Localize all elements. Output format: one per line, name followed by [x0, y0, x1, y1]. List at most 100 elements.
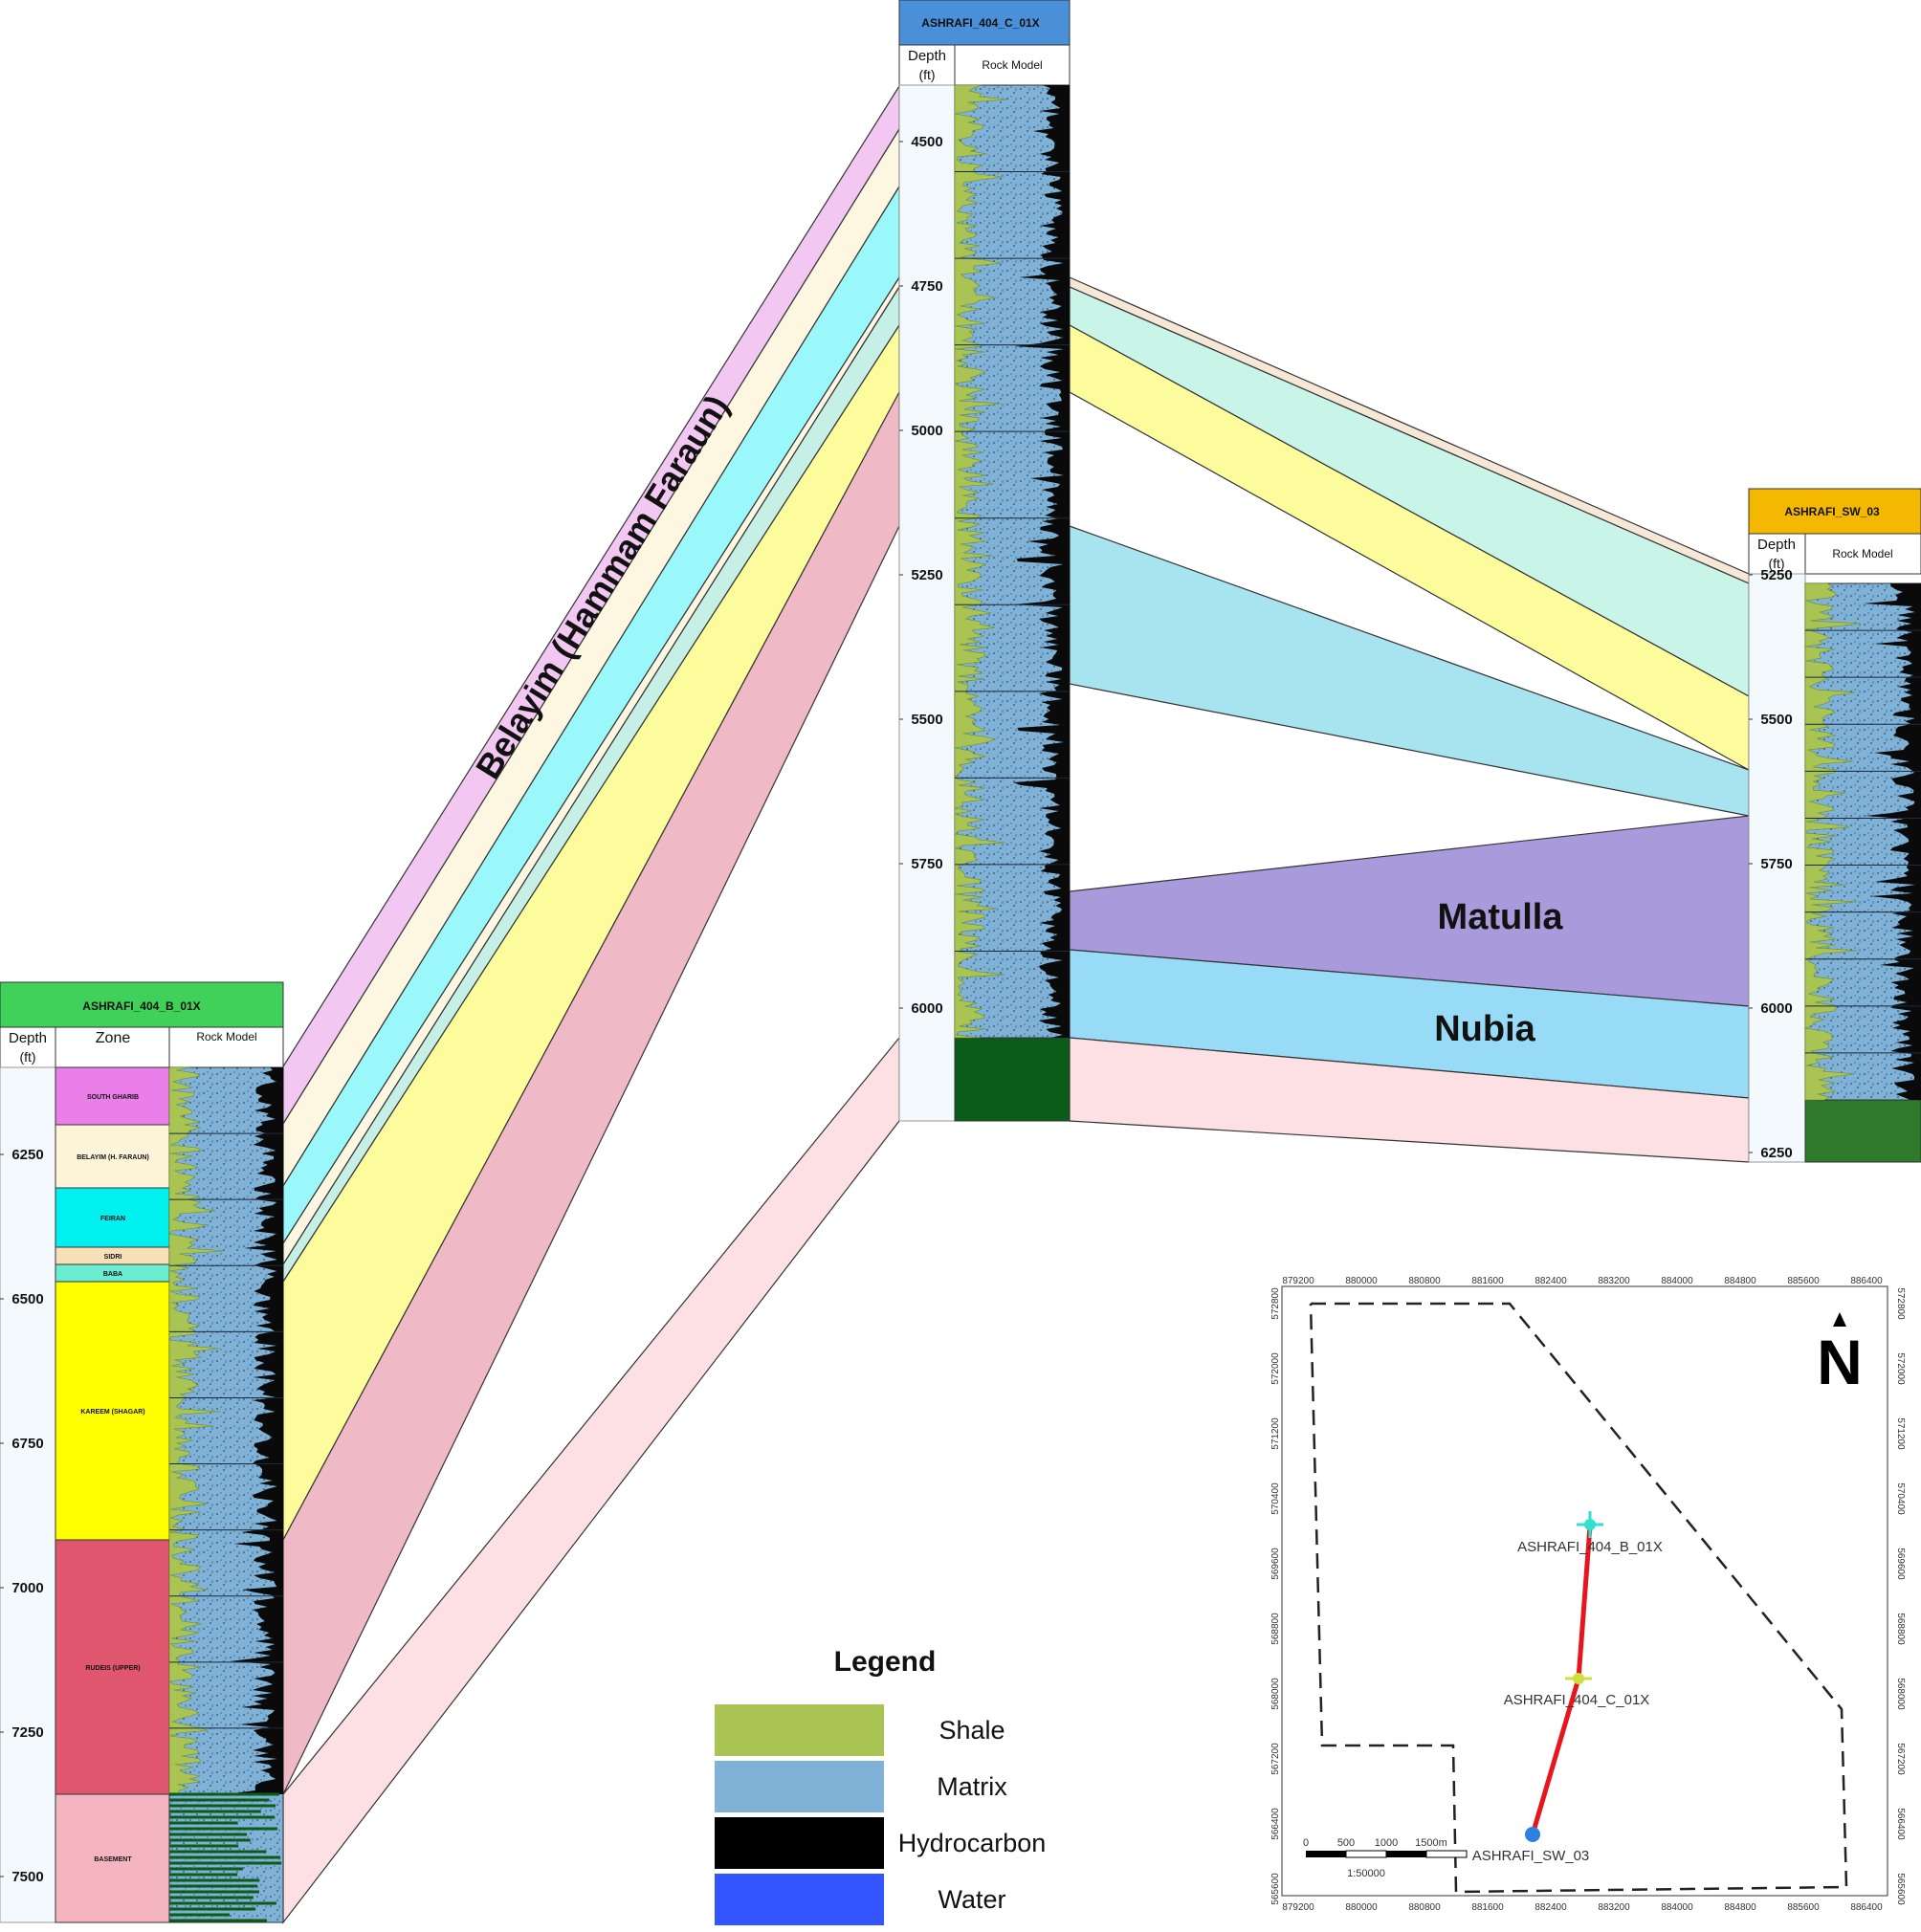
map-y-tick-left: 572800 — [1270, 1287, 1281, 1320]
well-c-title: ASHRAFI_404_C_01X — [921, 16, 1039, 30]
map-x-tick-top: 885600 — [1787, 1276, 1820, 1286]
map-label-b: ASHRAFI_404_B_01X — [1517, 1539, 1663, 1555]
map-x-tick-top: 879200 — [1282, 1276, 1314, 1286]
well-b-rock-col: Rock Model — [196, 1030, 256, 1043]
legend-swatch — [715, 1874, 884, 1925]
depth-label: 5000 — [911, 423, 942, 439]
well-sw-depth-unit: (ft) — [1768, 556, 1784, 571]
map-x-tick-top: 881600 — [1471, 1276, 1504, 1286]
legend-swatch — [715, 1761, 884, 1812]
map-y-tick-right: 565600 — [1895, 1873, 1906, 1905]
depth-label: 7250 — [11, 1724, 43, 1741]
map-y-tick-right: 571200 — [1895, 1417, 1906, 1450]
well-b-title: ASHRAFI_404_B_01X — [82, 999, 200, 1013]
map-y-tick-right: 566400 — [1895, 1808, 1906, 1840]
depth-label: 6750 — [11, 1436, 43, 1452]
map-y-tick-left: 569600 — [1270, 1548, 1281, 1580]
label-nubia: Nubia — [1434, 1009, 1535, 1049]
map-x-tick-bottom: 884000 — [1661, 1902, 1693, 1913]
north-arrow-icon: N — [1817, 1312, 1863, 1397]
legend-label: Matrix — [937, 1772, 1007, 1801]
legend-title: Legend — [834, 1646, 937, 1678]
map-x-tick-bottom: 881600 — [1471, 1902, 1504, 1913]
scale-tick-0: 0 — [1303, 1837, 1309, 1849]
well-sw-rock-col: Rock Model — [1832, 547, 1892, 560]
zone-block — [55, 1281, 170, 1541]
depth-label: 4750 — [911, 278, 942, 295]
depth-label: 6000 — [1760, 1000, 1792, 1017]
depth-label: 5750 — [1760, 856, 1792, 872]
legend-label: Hydrocarbon — [898, 1829, 1047, 1857]
map-x-tick-top: 886400 — [1850, 1276, 1883, 1286]
map-x-tick-top: 880000 — [1345, 1276, 1378, 1286]
map-y-tick-right: 569600 — [1895, 1548, 1906, 1580]
well-sw-rock-curves — [1803, 582, 1921, 1101]
well-sw-depth-track — [1748, 573, 1806, 1163]
map-y-tick-right: 567200 — [1895, 1743, 1906, 1775]
zone-block — [55, 1187, 170, 1248]
scale-tick-2: 1000 — [1375, 1837, 1398, 1849]
map-x-tick-top: 883200 — [1598, 1276, 1630, 1286]
correlation-bands-c-sw — [1069, 276, 1750, 1163]
depth-label: 7000 — [11, 1580, 43, 1596]
zone-label: FEIRAN — [100, 1216, 125, 1222]
zone-block — [55, 1793, 170, 1923]
zone-label: RUDEIS (UPPER) — [85, 1665, 140, 1672]
map-y-tick-right: 570400 — [1895, 1482, 1906, 1515]
well-sw-basement — [1804, 1099, 1921, 1163]
well-c-track: ASHRAFI_404_C_01X Depth (ft) Rock Model … — [898, 0, 1071, 1122]
map-x-tick-bottom: 884800 — [1724, 1902, 1756, 1913]
map-y-tick-left: 571200 — [1270, 1417, 1281, 1450]
well-c-depth-col: Depth — [908, 48, 946, 64]
map-label-c: ASHRAFI_404_C_01X — [1504, 1692, 1650, 1708]
map-y-tick-left: 572000 — [1270, 1352, 1281, 1385]
well-marker-sw — [1525, 1827, 1540, 1842]
well-b-depth-track — [0, 1066, 56, 1923]
legend-swatch — [715, 1817, 884, 1869]
map-x-tick-top: 884800 — [1724, 1276, 1756, 1286]
map-label-sw: ASHRAFI_SW_03 — [1472, 1848, 1590, 1864]
map-x-tick-bottom: 882400 — [1535, 1902, 1567, 1913]
well-b-rock-curves — [168, 1066, 283, 1922]
map-x-tick-bottom: 880800 — [1408, 1902, 1441, 1913]
well-c-rock-col: Rock Model — [982, 58, 1042, 72]
depth-label: 6000 — [911, 1000, 942, 1017]
legend-swatch — [715, 1704, 884, 1756]
depth-label: 5750 — [911, 856, 942, 872]
well-c-basement — [954, 1037, 1071, 1122]
zone-label: BELAYIM (H. FARAUN) — [77, 1154, 149, 1161]
basemap: 8792008792008800008800008808008808008816… — [1270, 1276, 1906, 1913]
depth-label: 4500 — [911, 134, 942, 150]
map-y-tick-left: 565600 — [1270, 1873, 1281, 1905]
map-x-tick-bottom: 886400 — [1850, 1902, 1883, 1913]
map-x-tick-bottom: 880000 — [1345, 1902, 1378, 1913]
map-y-tick-right: 568000 — [1895, 1678, 1906, 1710]
label-matulla: Matulla — [1438, 897, 1564, 937]
map-y-tick-left: 567200 — [1270, 1743, 1281, 1775]
zone-label: SIDRI — [104, 1254, 122, 1261]
well-b-depth-unit: (ft) — [19, 1049, 35, 1065]
depth-label: 6500 — [11, 1291, 43, 1307]
map-y-tick-right: 568800 — [1895, 1613, 1906, 1645]
map-y-tick-left: 568800 — [1270, 1613, 1281, 1645]
well-b-header — [0, 981, 284, 1028]
map-x-tick-top: 884000 — [1661, 1276, 1693, 1286]
depth-label: 7500 — [11, 1869, 43, 1885]
depth-label: 6250 — [1760, 1145, 1792, 1161]
well-c-depth-track — [898, 84, 956, 1122]
zone-block — [55, 1124, 170, 1189]
legend-label: Water — [938, 1885, 1005, 1914]
map-x-tick-bottom: 885600 — [1787, 1902, 1820, 1913]
scale-tick-3: 1500m — [1415, 1837, 1447, 1849]
legend-label: Shale — [938, 1716, 1005, 1745]
scale-bar: 0 500 1000 1500m 1:50000 — [1303, 1837, 1468, 1879]
depth-label: 5250 — [1760, 567, 1792, 583]
well-sw-title: ASHRAFI_SW_03 — [1784, 505, 1880, 518]
well-sw-track: ASHRAFI_SW_03 Depth (ft) Rock Model 5250… — [1748, 488, 1921, 1163]
well-c-depth-unit: (ft) — [918, 67, 935, 82]
